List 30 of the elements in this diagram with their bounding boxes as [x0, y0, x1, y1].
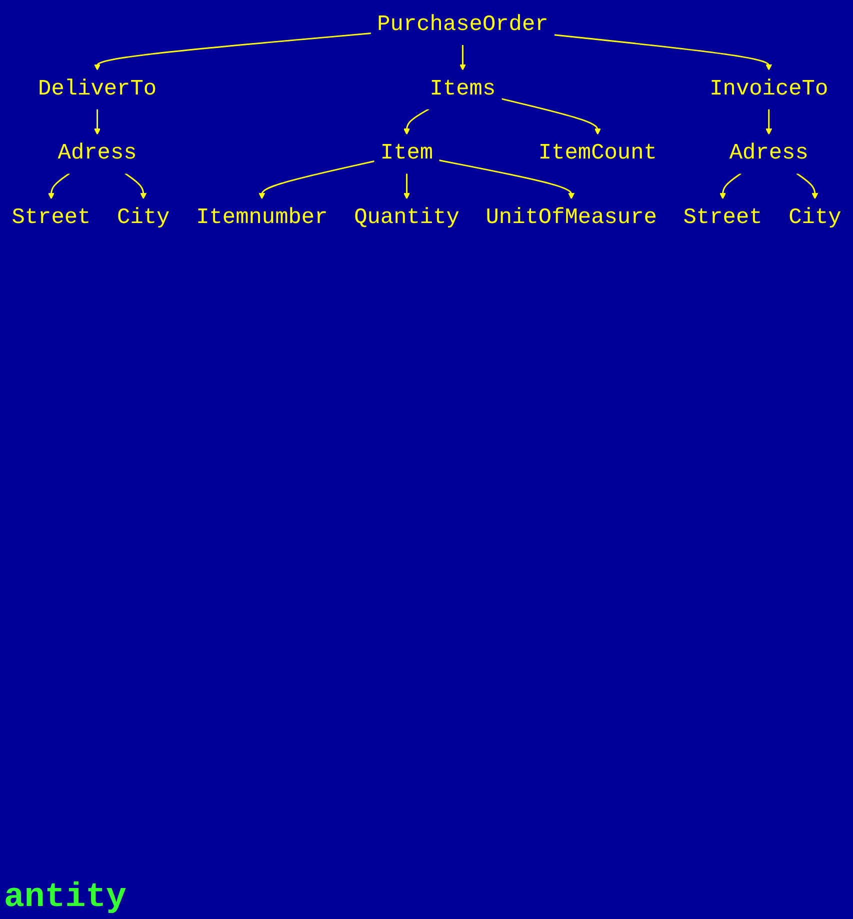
arrow: [124, 172, 147, 200]
node-text: InvoiceTo: [710, 76, 828, 102]
arrow: [460, 44, 466, 70]
node-text: Street: [12, 206, 91, 230]
arrow: [720, 172, 742, 200]
node-text: ItemCount: [538, 141, 657, 166]
arrow: [796, 172, 818, 200]
node-text: City: [788, 206, 842, 230]
node-text: DeliverTo: [38, 76, 157, 102]
arrow: [554, 34, 772, 70]
node-text: Quantity: [354, 206, 460, 230]
arrow: [438, 160, 575, 200]
arrow: [258, 160, 375, 200]
node-text: UnitOfMeasure: [486, 206, 657, 230]
node-text: Item: [380, 141, 434, 166]
node-text: Itemnumber: [196, 206, 328, 230]
arrow: [404, 173, 410, 200]
arrow: [501, 98, 601, 135]
node-text: Adress: [729, 141, 808, 166]
arrow: [766, 108, 772, 135]
node-text: PurchaseOrder: [377, 12, 548, 38]
arrow: [48, 172, 70, 200]
arrow: [404, 108, 430, 135]
node-text: Adress: [58, 141, 137, 166]
note-text: antity: [4, 879, 126, 917]
arrow: [94, 108, 101, 135]
node-text: City: [117, 206, 170, 230]
arrow: [94, 32, 372, 70]
node-text: Street: [683, 206, 762, 230]
node-text: Items: [430, 76, 496, 102]
